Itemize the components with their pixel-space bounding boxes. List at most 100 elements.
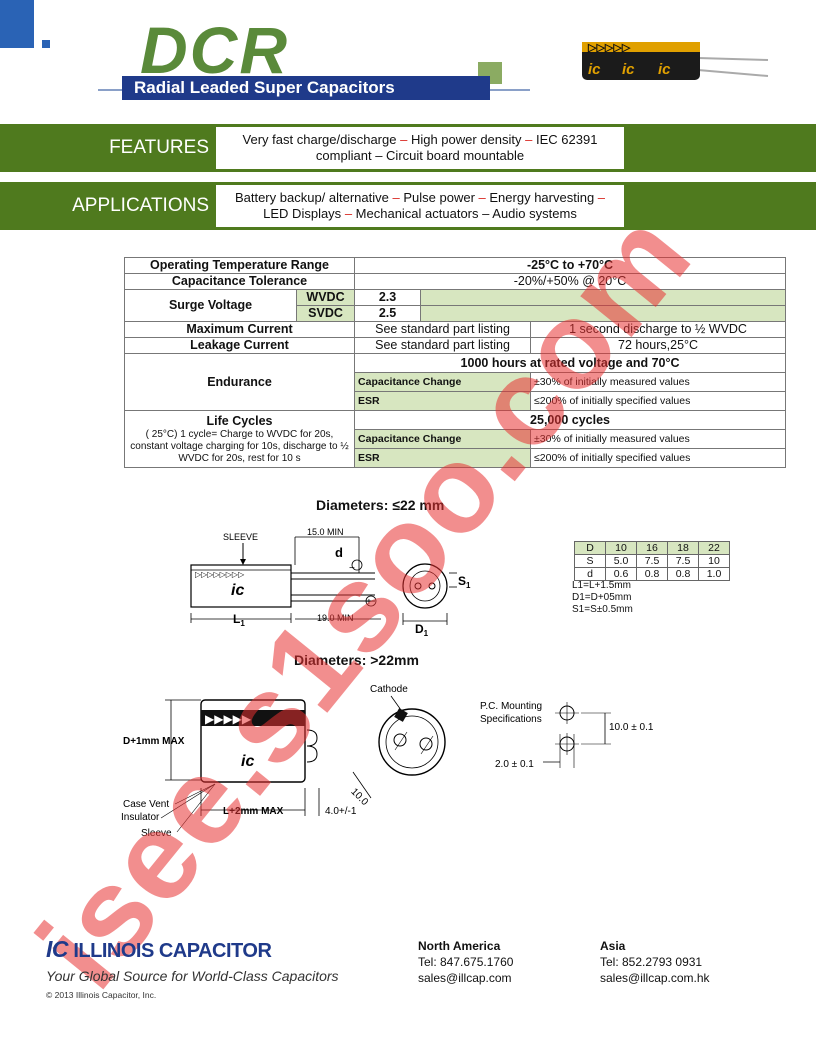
application-item: Audio systems [492, 206, 577, 221]
table-row: D 10 16 18 22 [574, 541, 730, 555]
svg-text:Insulator: Insulator [121, 812, 160, 823]
table-row: Surge Voltage WVDC 2.3 [124, 289, 787, 322]
dimension-note: L1=L+1.5mm [572, 580, 631, 591]
separator: – [400, 132, 408, 147]
separator: – [344, 206, 353, 221]
table-row: d 0.6 0.8 0.8 1.0 [574, 567, 730, 581]
life-title: 25,000 cycles [354, 410, 787, 430]
svg-text:4.0+/-1: 4.0+/-1 [325, 806, 357, 817]
svg-text:L+2mm MAX: L+2mm MAX [223, 806, 284, 817]
svg-text:▷▷▷▷▷▷▷▷: ▷▷▷▷▷▷▷▷ [195, 570, 245, 579]
svdc-value: 2.5 [354, 305, 422, 322]
separator: – [375, 148, 383, 163]
na-title: North America [418, 939, 501, 953]
table-cell: d [574, 567, 606, 581]
svg-text:Cathode: Cathode [370, 684, 408, 695]
table-row: ESR ≤200% of initially specified values [125, 448, 787, 468]
svg-text:ic: ic [241, 753, 254, 770]
table-cell: 18 [667, 541, 699, 555]
na-email[interactable]: sales@illcap.com [418, 971, 512, 985]
separator: – [597, 190, 606, 205]
wvdc-label: WVDC [295, 289, 356, 306]
diagram1-drawing: SLEEVE ▷▷▷▷▷▷▷▷ ic 15.0 MIN d − + L1 19.… [190, 527, 471, 638]
diagram2-drawing: D+1mm MAX ▶▶▶▶▶ ic L+2mm MAX 4.0+/-1 Cas… [121, 684, 654, 839]
na-tel: Tel: 847.675.1760 [418, 955, 514, 969]
leakage-note: 72 hours,25°C [530, 337, 787, 354]
svg-text:Sleeve: Sleeve [141, 828, 172, 839]
brand-logo: DCR [140, 13, 289, 87]
diagram2-title: Diameters: >22mm [294, 652, 419, 668]
cap-tol-label: Capacitance Tolerance [123, 273, 356, 290]
max-current-value: See standard part listing [354, 321, 532, 338]
table-cell: 22 [698, 541, 730, 555]
svg-text:19.0 MIN: 19.0 MIN [317, 613, 354, 623]
table-cell: S [574, 554, 606, 568]
application-item: Mechanical actuators [355, 206, 479, 221]
features-label: FEATURES [109, 137, 209, 158]
sleeve-label: SLEEVE [223, 532, 258, 542]
svg-text:ic: ic [658, 61, 671, 78]
surge-label: Surge Voltage [124, 289, 297, 322]
life-desc: ( 25°C) 1 cycle= Charge to WVDC for 20s,… [130, 428, 349, 464]
asia-title: Asia [600, 939, 626, 953]
contact-north-america: North America Tel: 847.675.1760 sales@il… [418, 938, 513, 986]
separator: – [525, 132, 533, 147]
table-row: ESR ≤200% of initially specified values [125, 391, 787, 411]
svg-text:S1: S1 [458, 574, 471, 590]
corner-decoration [0, 0, 34, 48]
svg-text:d: d [335, 545, 343, 560]
application-item: LED Displays [263, 206, 342, 221]
feature-item: IEC 62391 compliant [315, 132, 598, 163]
table-cell: 0.8 [667, 567, 699, 581]
asia-tel: Tel: 852.2793 0931 [600, 955, 703, 969]
applications-label: APPLICATIONS [72, 195, 209, 216]
feature-item: High power density [410, 132, 522, 147]
dimension-note: S1=S±0.5mm [572, 604, 633, 615]
table-cell: D [574, 541, 606, 555]
endurance-label: Endurance [123, 353, 356, 411]
esr-value: ≤200% of initially specified values [530, 391, 787, 411]
wvdc-value: 2.3 [354, 289, 422, 306]
spec-table: Operating Temperature Range -25°C to +70… [123, 257, 787, 468]
svg-text:ic: ic [622, 61, 635, 78]
table-cell: 0.8 [636, 567, 668, 581]
dimension-table: D 10 16 18 22 S 5.0 7.5 7.5 10 d 0.6 0.8… [574, 541, 730, 581]
svg-text:Case Vent: Case Vent [123, 799, 169, 810]
op-temp-label: Operating Temperature Range [123, 257, 356, 274]
svg-text:ic: ic [588, 61, 601, 78]
table-row: Maximum Current See standard part listin… [123, 321, 787, 338]
svg-text:D+1mm MAX: D+1mm MAX [123, 736, 185, 747]
application-item: Pulse power [403, 190, 475, 205]
svg-text:2.0 ± 0.1: 2.0 ± 0.1 [495, 759, 534, 770]
cap-tol-value: -20%/+50% @ 20°C [354, 273, 787, 290]
corner-square [42, 40, 50, 48]
svdc-label: SVDC [295, 305, 356, 322]
life-esr-label: ESR [354, 448, 532, 468]
dimension-note: D1=D+05mm [572, 592, 632, 603]
svg-text:L1: L1 [233, 612, 245, 628]
table-cell: 7.5 [667, 554, 699, 568]
applications-bar: APPLICATIONS Battery backup/ alternative… [0, 182, 816, 230]
feature-item: Circuit board mountable [386, 148, 525, 163]
footer-logo: IC ILLINOIS CAPACITOR [46, 936, 272, 963]
svg-text:−: − [349, 563, 355, 574]
contact-asia: Asia Tel: 852.2793 0931 sales@illcap.com… [600, 938, 710, 986]
table-cell: 5.0 [605, 554, 637, 568]
table-row: Endurance 1000 hours at rated voltage an… [123, 353, 787, 411]
feature-item: Very fast charge/discharge [242, 132, 397, 147]
asia-email[interactable]: sales@illcap.com.hk [600, 971, 710, 985]
separator: – [478, 190, 486, 205]
svdc-blank [420, 305, 787, 322]
table-row: Life Cycles ( 25°C) 1 cycle= Charge to W… [123, 410, 787, 468]
features-bar: FEATURES Very fast charge/discharge – Hi… [0, 124, 816, 172]
svg-text:10.0 ± 0.1: 10.0 ± 0.1 [609, 722, 654, 733]
table-cell: 0.6 [605, 567, 637, 581]
dimension-notes: L1=L+1.5mm D1=D+05mm S1=S±0.5mm [572, 580, 633, 616]
footer-tagline: Your Global Source for World-Class Capac… [46, 968, 339, 984]
svg-text:15.0 MIN: 15.0 MIN [307, 527, 344, 537]
applications-box: Battery backup/ alternative – Pulse powe… [216, 185, 624, 227]
svg-text:▷▷▷▷▷: ▷▷▷▷▷ [587, 42, 631, 54]
table-row: Capacitance Tolerance -20%/+50% @ 20°C [123, 273, 787, 290]
svg-text:P.C. Mounting: P.C. Mounting [480, 701, 542, 712]
table-row: S 5.0 7.5 7.5 10 [574, 554, 730, 568]
